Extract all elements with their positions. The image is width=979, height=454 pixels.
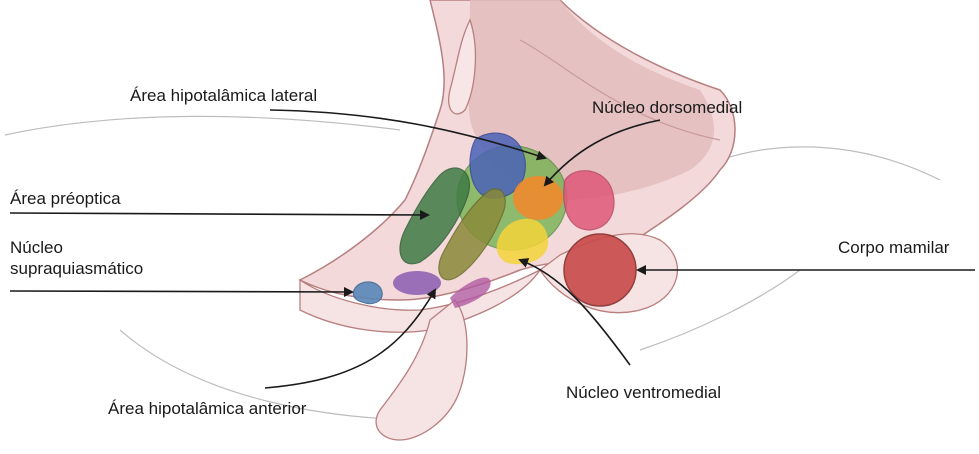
arrow-preoptic: [10, 213, 428, 215]
label-suprachiasmatic-line2: supraquiasmático: [10, 258, 143, 279]
label-lateral-area: Área hipotalâmica lateral: [130, 85, 317, 106]
label-mammillary: Corpo mamilar: [838, 237, 949, 258]
arrow-suprachiasmatic: [10, 291, 352, 292]
pink-nucleus-shape: [564, 171, 614, 230]
label-dorsomedial: Núcleo dorsomedial: [592, 97, 742, 118]
orange-nucleus-shape: [513, 176, 563, 220]
suprachiasmatic-nucleus-shape: [353, 282, 382, 304]
brain-contour-upper: [5, 116, 400, 135]
label-preoptic: Área préoptica: [10, 188, 121, 209]
label-anterior-area: Área hipotalâmica anterior: [108, 398, 306, 419]
brain-contour-right: [720, 147, 940, 180]
label-suprachiasmatic-line1: Núcleo: [10, 237, 63, 258]
mammillary-body-shape: [564, 234, 636, 306]
label-ventromedial: Núcleo ventromedial: [566, 382, 721, 403]
